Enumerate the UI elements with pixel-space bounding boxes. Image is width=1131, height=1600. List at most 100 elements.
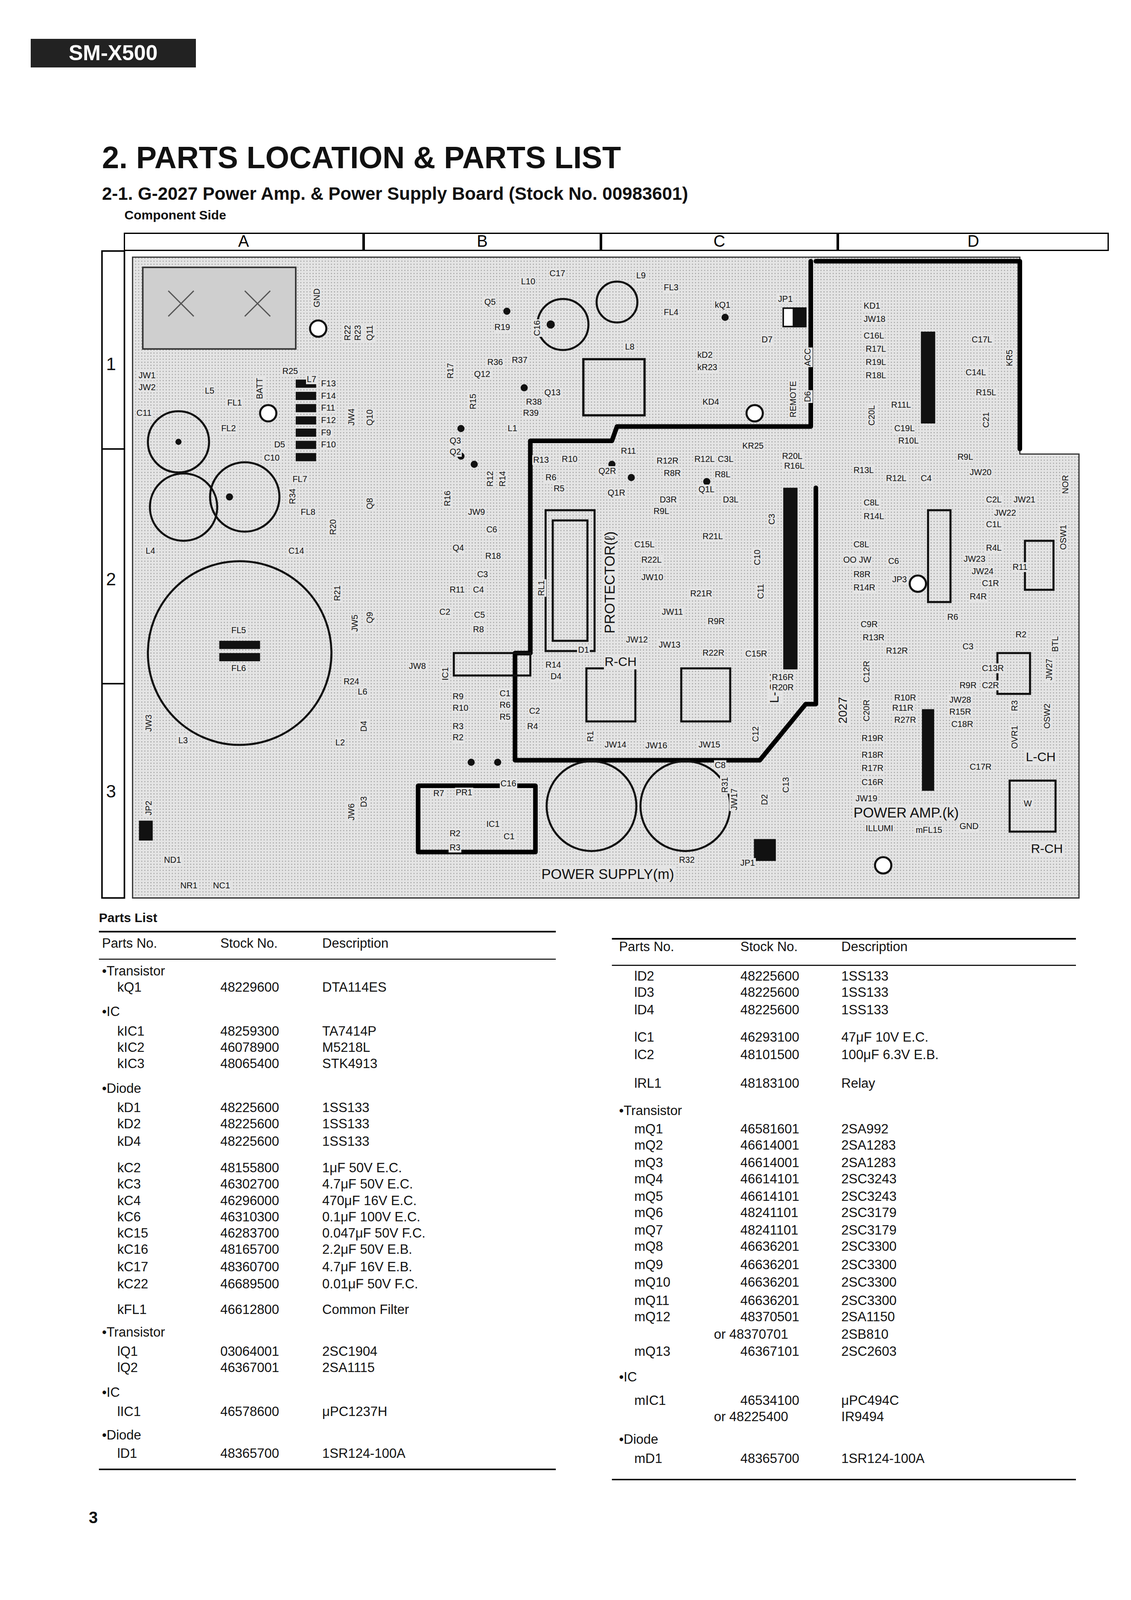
component-label: JW3: [143, 713, 154, 733]
component-label: JW5: [349, 613, 360, 633]
component-label: R18L: [864, 370, 887, 381]
table-cell: kIC1: [117, 1023, 145, 1039]
solder-dot: [467, 758, 476, 766]
relay-outline: [586, 668, 636, 722]
solder-dot: [470, 460, 479, 468]
table-cell: 2SC3243: [841, 1171, 897, 1187]
component-label: C10: [263, 452, 281, 463]
component-label: R19L: [864, 357, 887, 368]
circuit-board: [132, 256, 1079, 898]
table-cell: 100μF 6.3V E.B.: [841, 1046, 939, 1063]
mounting-hole: [259, 320, 926, 874]
ic-package: [921, 708, 935, 791]
component-label: D3R: [658, 494, 678, 505]
table-cell: mQ8: [634, 1238, 663, 1254]
table-cell: 46578600: [220, 1403, 280, 1420]
component-label: Q12: [473, 369, 492, 379]
model-badge: SM-X500: [30, 38, 196, 68]
table-cell: 1SS133: [322, 1116, 370, 1132]
component-label: Q8: [364, 496, 375, 511]
mounting-hole: [909, 575, 926, 592]
component-label: R4L: [985, 542, 1003, 553]
table-cell: lD1: [117, 1445, 138, 1461]
component-label: D3: [358, 795, 369, 808]
table-cell: 2SC3300: [841, 1256, 897, 1273]
grid-cell: A: [123, 232, 364, 251]
component-label: JW18: [862, 314, 887, 324]
component-label: F14: [320, 390, 337, 401]
component-label: C16L: [862, 330, 886, 341]
table-cell: mIC1: [634, 1392, 666, 1408]
table-header: Description: [841, 938, 908, 955]
table-cell: 1SS133: [841, 1002, 889, 1018]
fuse: [295, 440, 317, 449]
component-label: JW15: [697, 739, 721, 750]
grid-frame: [102, 250, 125, 898]
component-label: Q2R: [597, 466, 617, 476]
capacitor-outline: [596, 281, 638, 323]
solder-dot: [494, 758, 502, 766]
component-label: R19: [493, 322, 512, 333]
table-cell: kC15: [117, 1225, 149, 1241]
component-label: R22R: [701, 647, 726, 658]
component-label: Q10: [364, 408, 375, 427]
table-rule: [99, 958, 557, 960]
table-cell: 470μF 16V E.C.: [322, 1192, 417, 1209]
component-label: R14L: [862, 511, 886, 522]
component-label: L3: [177, 735, 189, 746]
component-label: R14R: [852, 582, 877, 593]
capacitor-outline: [147, 281, 730, 852]
page-number: 3: [88, 1508, 98, 1528]
table-header: Description: [322, 935, 389, 951]
table-cell: 2SC3243: [841, 1188, 897, 1204]
table-cell: kQ1: [117, 979, 142, 995]
fuse: [295, 404, 317, 413]
component-label: R10R: [893, 692, 917, 703]
component-label: C8L: [862, 497, 881, 508]
component-label: D5: [273, 439, 286, 450]
component-label: JP1: [777, 294, 794, 304]
component-label: FL6: [230, 663, 247, 674]
component-label: D3L: [722, 494, 740, 505]
table-cell: kC22: [117, 1276, 149, 1292]
component-label: KD4: [701, 396, 720, 407]
component-label: L2: [334, 737, 346, 748]
table-cell: 48225600: [220, 1116, 280, 1132]
solder-dot: [225, 493, 234, 501]
table-rule: [612, 1478, 1076, 1480]
table-cell: 46310300: [220, 1209, 280, 1225]
component-label: PR1: [454, 787, 474, 798]
table-cell: 4.7μF 50V E.C.: [322, 1176, 414, 1192]
table-cell: 46689500: [220, 1276, 280, 1292]
solder-dot: [627, 473, 636, 481]
component-label: R6: [544, 472, 558, 483]
table-cell: 2SA1283: [841, 1137, 896, 1153]
component-label: R24: [342, 676, 361, 687]
component-label: C1: [498, 688, 512, 699]
component-label: R3: [448, 842, 462, 853]
component-label: NC1: [212, 880, 231, 891]
component-label: C17R: [968, 761, 993, 772]
table-cell: mQ12: [634, 1308, 671, 1325]
capacitor-outline: [546, 760, 637, 851]
component-label: R9L: [956, 451, 974, 462]
component-label: OO JW: [842, 554, 873, 565]
table-header: Parts No.: [618, 938, 674, 955]
component-label: C2R: [981, 680, 1000, 691]
component-label: R34: [287, 487, 298, 505]
table-cell: lQ1: [117, 1343, 138, 1359]
table-cell: kD2: [117, 1116, 141, 1132]
component-label: R12: [485, 469, 496, 488]
component-label: R17: [445, 361, 456, 380]
capacitor-outline: [209, 462, 280, 532]
component-label: R8: [472, 624, 485, 635]
relay-outline: [545, 510, 595, 651]
component-label: D6: [802, 390, 813, 403]
table-cell: 46534100: [740, 1392, 800, 1408]
table-cell: 2SA1283: [841, 1154, 896, 1171]
component-label: kD2: [696, 349, 714, 360]
component-label: R8R: [662, 468, 682, 479]
component-label: C14: [287, 545, 306, 556]
component-label: mFL15: [914, 824, 943, 835]
component-label: Q1L: [697, 484, 716, 495]
